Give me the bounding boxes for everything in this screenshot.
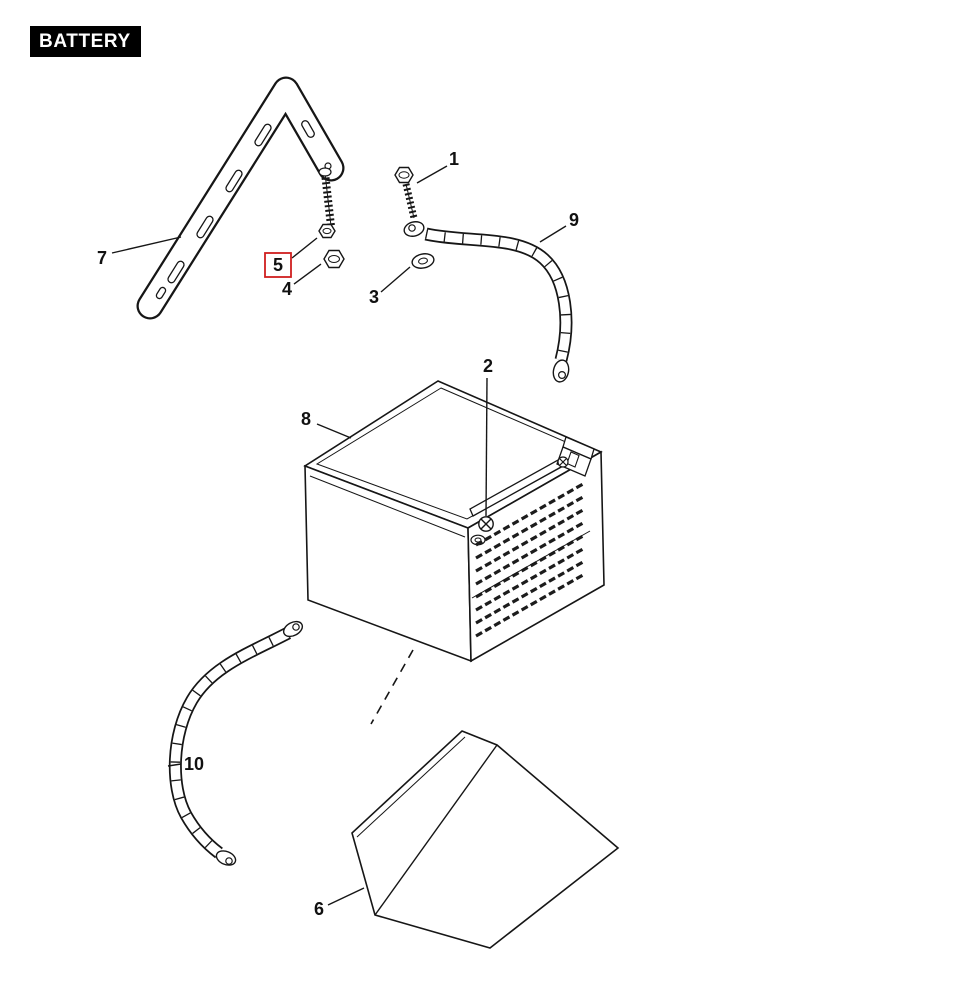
callout-label[interactable]: 5 bbox=[273, 255, 283, 275]
holddown-bracket bbox=[556, 436, 595, 477]
callout-label[interactable]: 7 bbox=[97, 248, 107, 268]
callouts: 1 2 3 4 5 6 bbox=[97, 149, 579, 919]
nut-part4-drawing bbox=[323, 249, 345, 269]
callout-3[interactable]: 3 bbox=[369, 266, 411, 307]
callout-label[interactable]: 2 bbox=[483, 356, 493, 376]
hold-down-rod-drawing bbox=[318, 167, 335, 227]
callout-7[interactable]: 7 bbox=[97, 236, 182, 268]
bolt-part1-drawing bbox=[394, 166, 418, 219]
callout-5[interactable]: 5 bbox=[264, 237, 318, 278]
callout-8[interactable]: 8 bbox=[301, 409, 352, 439]
callout-label[interactable]: 10 bbox=[184, 754, 204, 774]
strap-slots bbox=[155, 120, 315, 300]
cable9-upper-terminal bbox=[403, 221, 425, 237]
screw-part2-drawing bbox=[478, 516, 494, 532]
leader-line bbox=[485, 377, 488, 517]
callout-9[interactable]: 9 bbox=[539, 210, 579, 243]
callout-4[interactable]: 4 bbox=[282, 263, 322, 299]
terminal-screw-small bbox=[557, 456, 569, 468]
callout-1[interactable]: 1 bbox=[416, 149, 459, 184]
leader-line bbox=[316, 423, 352, 439]
callout-label[interactable]: 6 bbox=[314, 899, 324, 919]
diagram-title-text: BATTERY bbox=[39, 31, 131, 52]
nut-part5-drawing bbox=[318, 223, 336, 239]
washer-part3-drawing bbox=[411, 253, 435, 269]
leader-line bbox=[327, 887, 365, 906]
label-divider bbox=[471, 530, 591, 599]
leader-line bbox=[167, 763, 182, 767]
leader-line bbox=[111, 236, 182, 254]
leader-line bbox=[416, 165, 448, 184]
diagram-title: BATTERY bbox=[30, 26, 141, 57]
callout-2[interactable]: 2 bbox=[483, 356, 493, 517]
leader-line bbox=[293, 263, 322, 285]
cable10-upper-terminal bbox=[282, 620, 304, 638]
callout-label[interactable]: 3 bbox=[369, 287, 379, 307]
callout-label[interactable]: 1 bbox=[449, 149, 459, 169]
callout-label[interactable]: 8 bbox=[301, 409, 311, 429]
leader-line bbox=[291, 237, 318, 259]
callout-10[interactable]: 10 bbox=[167, 754, 204, 774]
cable9-lower-terminal bbox=[552, 359, 570, 383]
negative-cable-drawing bbox=[168, 620, 304, 866]
cable10-lower-terminal bbox=[215, 850, 237, 866]
callout-6[interactable]: 6 bbox=[314, 887, 365, 919]
leader-line bbox=[380, 266, 411, 293]
assembly-axis-dashed-line bbox=[370, 649, 414, 725]
battery-tray-drawing bbox=[351, 730, 620, 949]
callout-5-highlight-box bbox=[264, 252, 292, 278]
battery-drawing bbox=[303, 380, 605, 663]
callout-label[interactable]: 9 bbox=[569, 210, 579, 230]
callout-label[interactable]: 4 bbox=[282, 279, 292, 299]
battery-strap-drawing bbox=[136, 76, 345, 320]
positive-cable-drawing bbox=[403, 221, 573, 383]
leader-line bbox=[539, 225, 567, 243]
